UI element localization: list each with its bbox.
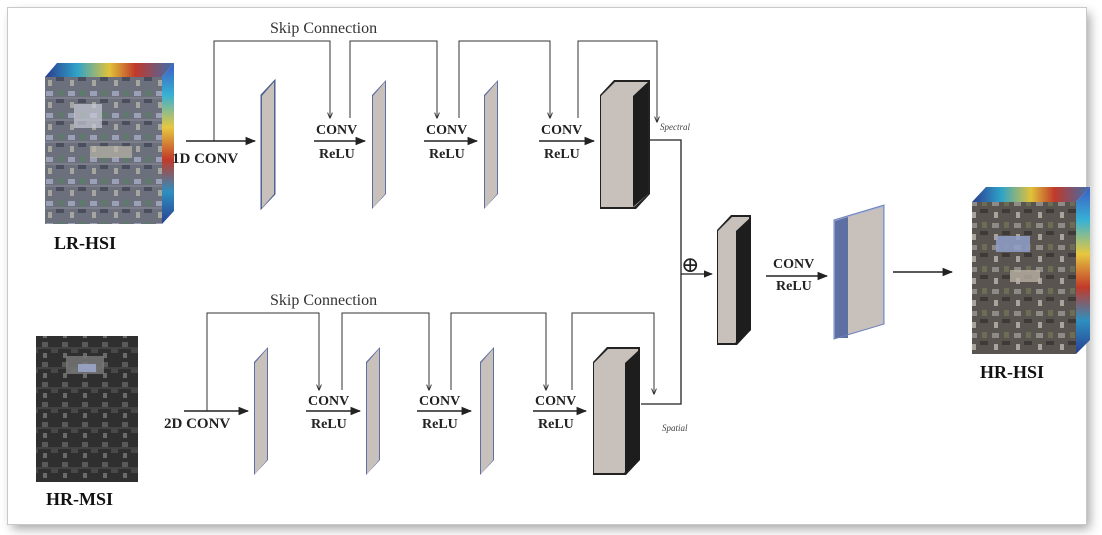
hr-hsi-label: HR-HSI (980, 362, 1044, 382)
top-op-3-conv: CONV (541, 123, 582, 138)
hr-msi-image (36, 336, 138, 482)
bottom-feature-block-2 (366, 347, 380, 475)
fusion-op-relu: ReLU (776, 279, 812, 294)
bottom-op-1-conv: CONV (308, 394, 349, 409)
bottom-feature-block-1 (254, 347, 268, 475)
bottom-feature-block-4 (593, 347, 640, 475)
fusion-op-conv: CONV (773, 257, 814, 272)
bottom-skip-connection-label: Skip Connection (270, 292, 377, 309)
top-first-op-label: 1D CONV (172, 151, 238, 167)
top-op-2-relu: ReLU (429, 147, 465, 162)
elementwise-sum-symbol: ⊕ (681, 252, 699, 277)
fusion-feature-block (717, 215, 751, 345)
bottom-op-3-conv: CONV (535, 394, 576, 409)
top-skip-connection-label: Skip Connection (270, 20, 377, 37)
lr-hsi-label: LR-HSI (54, 233, 116, 253)
bottom-op-2-relu: ReLU (422, 417, 458, 432)
spectral-tag: Spectral (660, 122, 690, 132)
bottom-op-3-relu: ReLU (538, 417, 574, 432)
top-op-3-relu: ReLU (544, 147, 580, 162)
top-feature-block-3 (484, 80, 498, 209)
bottom-first-op-label: 2D CONV (164, 416, 230, 432)
bottom-feature-block-3 (480, 347, 494, 475)
top-op-1-conv: CONV (316, 123, 357, 138)
top-feature-block-2 (372, 80, 386, 209)
fusion-stage: ⊕ CONV ReLU (641, 140, 952, 404)
lr-hsi-image (45, 63, 174, 224)
top-branch: Skip Connection 1D CONV CONV ReLU CONV R… (172, 20, 690, 209)
top-feature-block-4 (600, 80, 650, 209)
spatial-tag: Spatial (662, 423, 688, 433)
hr-msi-label: HR-MSI (46, 489, 113, 509)
top-op-1-relu: ReLU (319, 147, 355, 162)
bottom-branch: Skip Connection 2D CONV CONV ReLU CONV R… (164, 292, 688, 475)
top-feature-block-1 (261, 80, 275, 209)
hr-hsi-image (972, 187, 1090, 354)
final-feature-block (834, 205, 884, 339)
bottom-op-2-conv: CONV (419, 394, 460, 409)
top-op-2-conv: CONV (426, 123, 467, 138)
bottom-op-1-relu: ReLU (311, 417, 347, 432)
